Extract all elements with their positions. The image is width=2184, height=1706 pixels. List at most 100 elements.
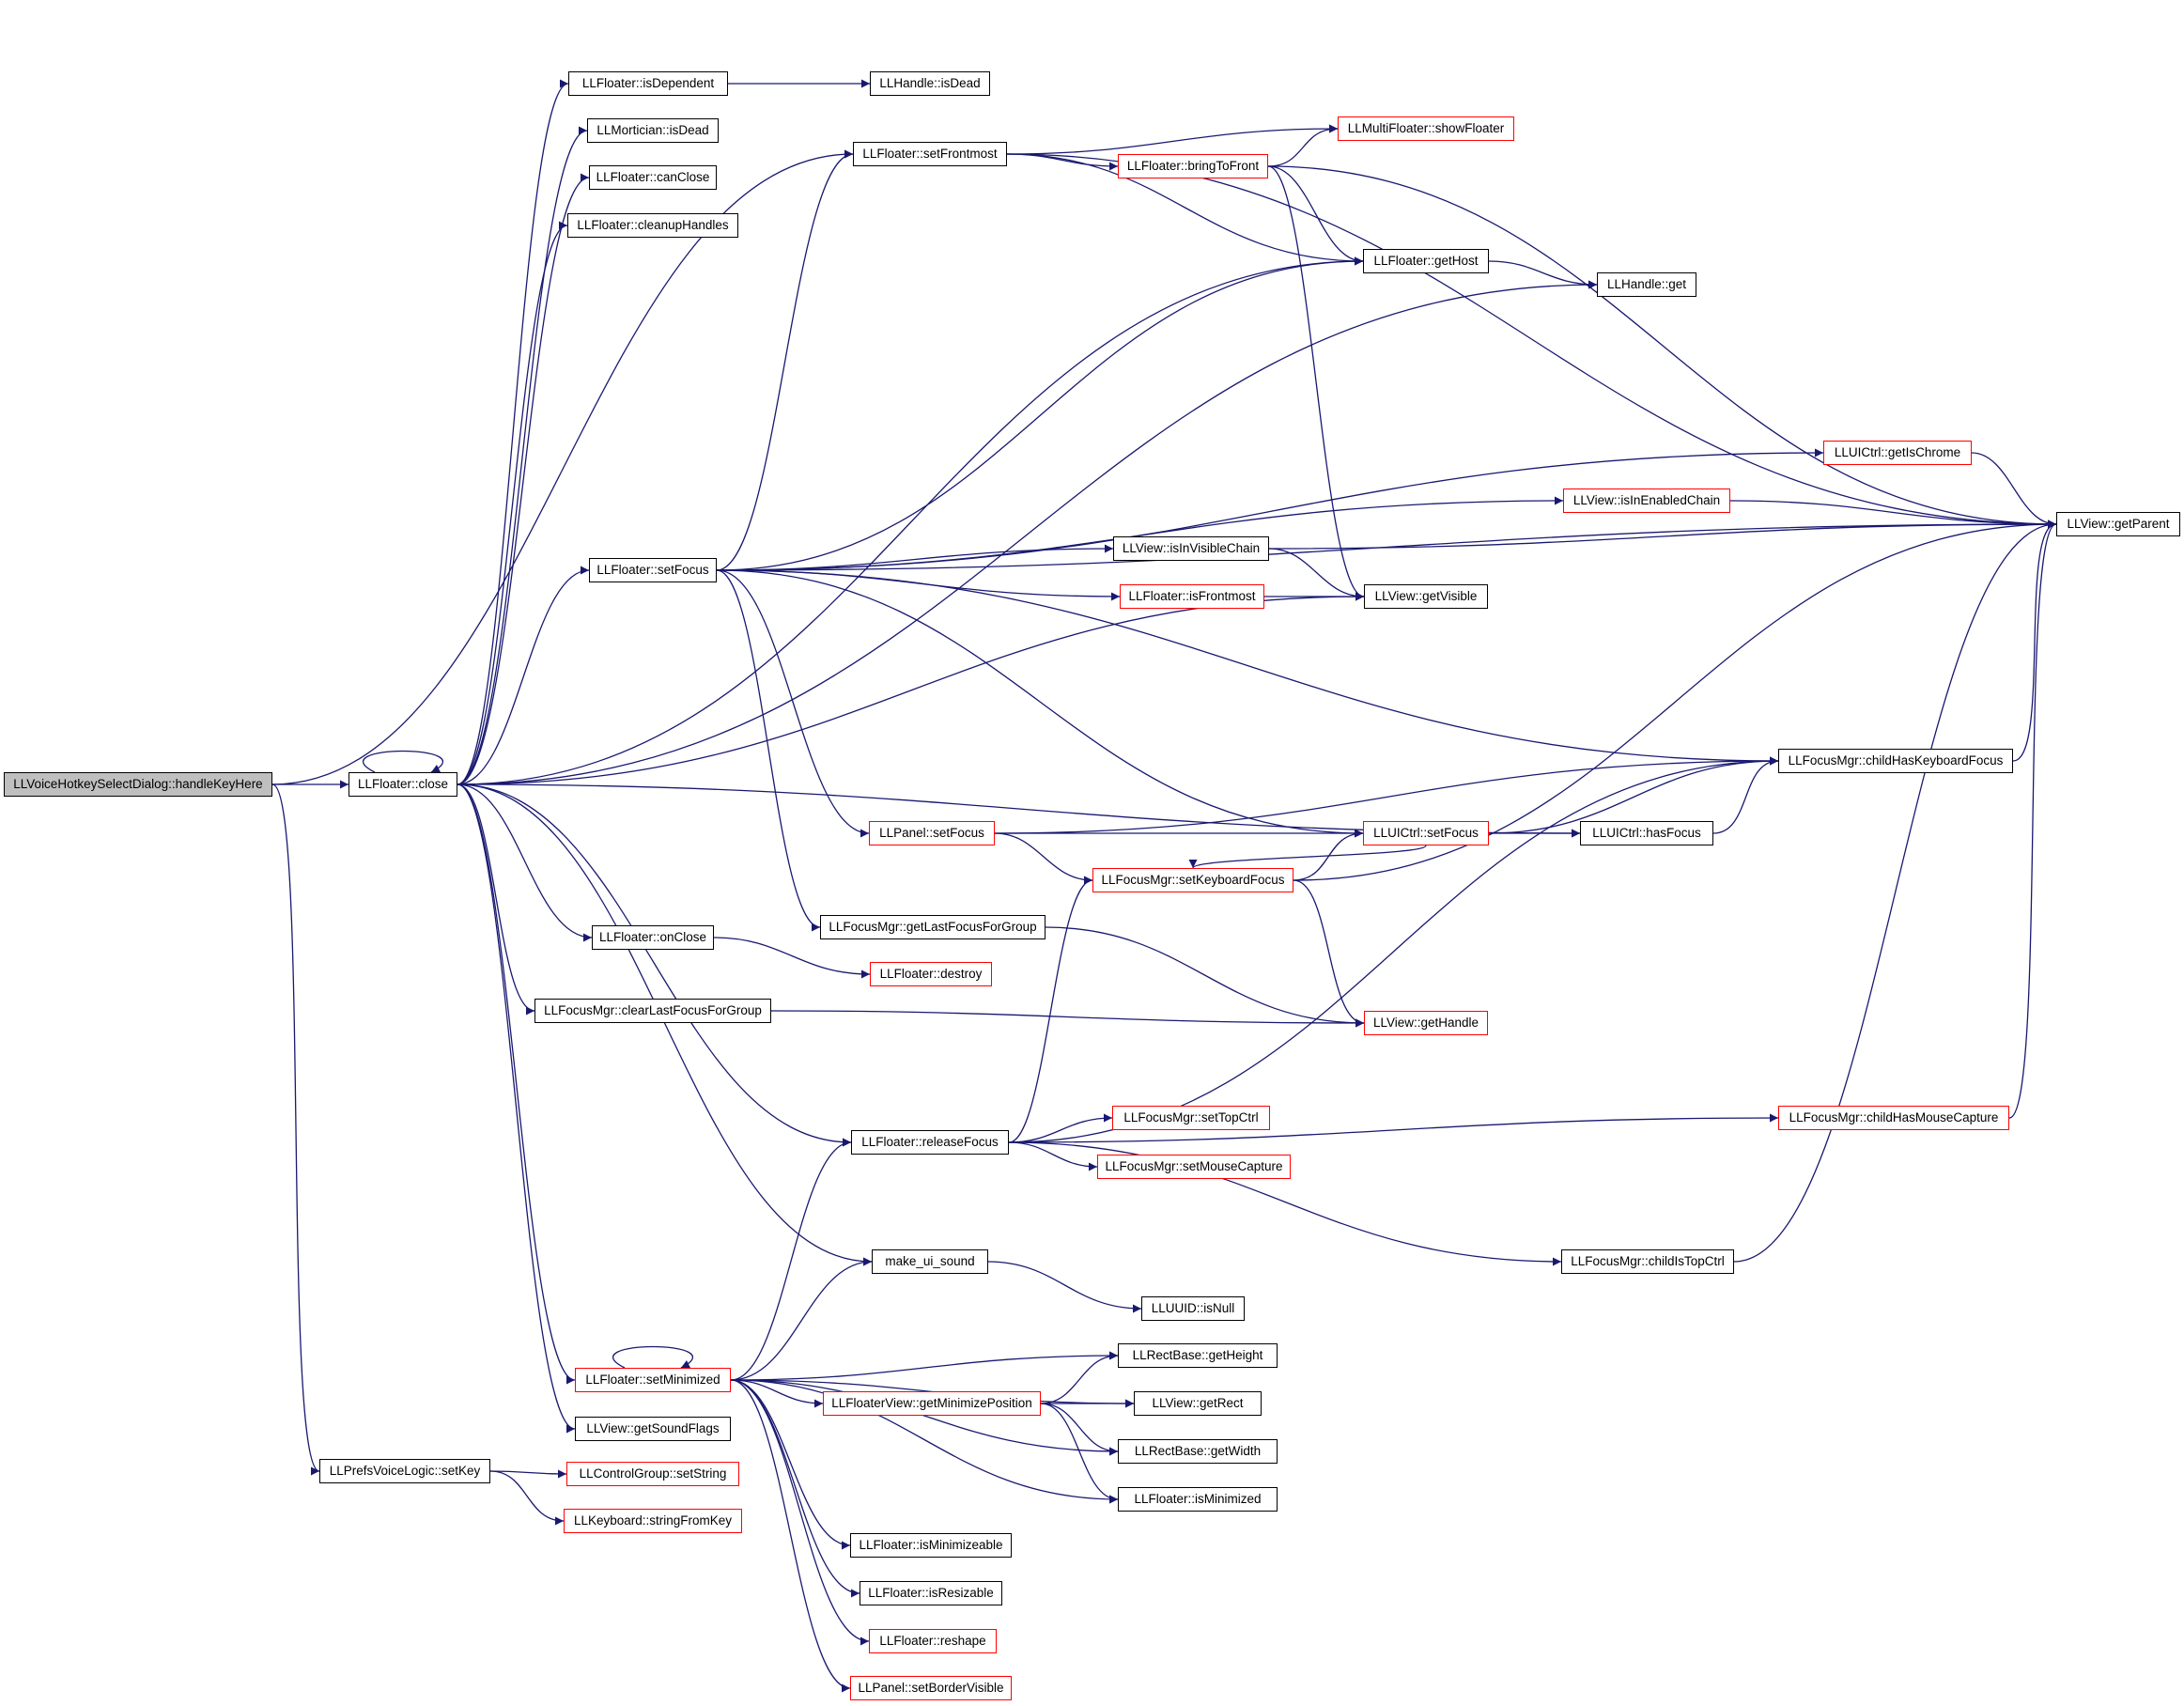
- edge-bringToFront-to-getParent: [1267, 165, 2057, 529]
- node-getMinimizePos[interactable]: LLFloaterView::getMinimizePosition: [823, 1391, 1041, 1416]
- node-uuidIsNull[interactable]: LLUUID::isNull: [1141, 1296, 1245, 1321]
- node-canClose[interactable]: LLFloater::canClose: [589, 165, 717, 190]
- node-label: LLFloater::bringToFront: [1126, 159, 1260, 174]
- node-label: LLFloater::canClose: [596, 170, 710, 185]
- node-label: LLFloater::setFocus: [596, 563, 709, 578]
- node-getHost[interactable]: LLFloater::getHost: [1363, 249, 1489, 273]
- node-label: LLRectBase::getWidth: [1134, 1444, 1262, 1459]
- node-label: LLFloater::isFrontmost: [1128, 589, 1256, 604]
- node-setMouseCapture[interactable]: LLFocusMgr::setMouseCapture: [1097, 1155, 1291, 1179]
- node-close[interactable]: LLFloater::close: [349, 772, 457, 797]
- node-label: LLFloater::onClose: [598, 930, 707, 945]
- node-hasFocus[interactable]: LLUICtrl::hasFocus: [1580, 821, 1713, 845]
- node-makeUiSound[interactable]: make_ui_sound: [872, 1249, 988, 1274]
- edge-close-to-handleGet: [457, 280, 1598, 785]
- node-clearLastFocus[interactable]: LLFocusMgr::clearLastFocusForGroup: [534, 999, 771, 1023]
- node-onClose[interactable]: LLFloater::onClose: [592, 925, 714, 950]
- edge-setFrontmost-to-showFloater: [1006, 124, 1339, 155]
- node-isResizable[interactable]: LLFloater::isResizable: [860, 1581, 1002, 1605]
- edge-close-to-morticianIsDead: [457, 126, 588, 785]
- node-isMinimized[interactable]: LLFloater::isMinimized: [1118, 1487, 1278, 1512]
- edge-releaseFocus-to-setKeyboardFocus: [1008, 876, 1093, 1143]
- edge-close-to-clearLastFocus: [457, 783, 535, 1016]
- node-label: LLFloater::close: [357, 777, 449, 792]
- node-uiSetFocus[interactable]: LLUICtrl::setFocus: [1363, 821, 1489, 845]
- node-setString[interactable]: LLControlGroup::setString: [566, 1462, 739, 1486]
- node-floaterSetFocus[interactable]: LLFloater::setFocus: [589, 558, 717, 582]
- node-getIsChrome[interactable]: LLUICtrl::getIsChrome: [1823, 441, 1972, 465]
- edge-panelSetFocus-to-setKeyboardFocus: [994, 832, 1093, 885]
- node-reshape[interactable]: LLFloater::reshape: [869, 1629, 997, 1653]
- node-label: LLView::getVisible: [1374, 589, 1478, 604]
- edge-releaseFocus-to-setTopCtrl: [1008, 1113, 1113, 1143]
- node-isInVisibleChain[interactable]: LLView::isInVisibleChain: [1113, 536, 1269, 561]
- node-getLastFocus[interactable]: LLFocusMgr::getLastFocusForGroup: [820, 915, 1046, 939]
- node-label: LLPrefsVoiceLogic::setKey: [329, 1464, 481, 1479]
- node-label: LLFloater::releaseFocus: [861, 1135, 999, 1150]
- node-childIsTopCtrl[interactable]: LLFocusMgr::childIsTopCtrl: [1561, 1249, 1734, 1274]
- edge-bringToFront-to-getVisible: [1267, 165, 1365, 601]
- node-label: LLFloater::setFrontmost: [862, 147, 998, 162]
- edge-close-to-isDependent: [457, 79, 569, 785]
- node-panelSetFocus[interactable]: LLPanel::setFocus: [869, 821, 995, 845]
- node-getWidth[interactable]: LLRectBase::getWidth: [1118, 1439, 1278, 1464]
- edge-root-to-setKey: [271, 783, 320, 1476]
- edge-close-to-canClose: [457, 173, 590, 785]
- edge-setKeyboardFocus-to-getHandle: [1293, 879, 1365, 1028]
- edge-makeUiSound-to-uuidIsNull: [987, 1261, 1142, 1313]
- node-morticianIsDead[interactable]: LLMortician::isDead: [587, 118, 719, 143]
- node-isMinimizeable[interactable]: LLFloater::isMinimizeable: [850, 1533, 1012, 1558]
- edge-floaterSetFocus-to-setFrontmost: [716, 149, 854, 571]
- edge-releaseFocus-to-childIsTopCtrl: [1008, 1141, 1562, 1266]
- node-label: LLHandle::get: [1606, 277, 1687, 292]
- node-handleGet[interactable]: LLHandle::get: [1597, 272, 1696, 297]
- node-label: LLFloater::destroy: [879, 967, 983, 982]
- node-handleIsDead[interactable]: LLHandle::isDead: [870, 71, 990, 96]
- node-label: LLView::getHandle: [1372, 1016, 1479, 1031]
- edge-close-to-cleanupHandles: [457, 221, 568, 785]
- node-root[interactable]: LLVoiceHotkeySelectDialog::handleKeyHere: [4, 772, 272, 797]
- node-getParent[interactable]: LLView::getParent: [2056, 512, 2180, 536]
- edge-floaterSetFocus-to-isInEnabledChain: [716, 496, 1564, 571]
- node-releaseFocus[interactable]: LLFloater::releaseFocus: [851, 1130, 1009, 1155]
- node-cleanupHandles[interactable]: LLFloater::cleanupHandles: [567, 213, 738, 238]
- node-setMinimized[interactable]: LLFloater::setMinimized: [575, 1368, 731, 1392]
- node-label: LLFocusMgr::childHasMouseCapture: [1789, 1110, 1999, 1125]
- node-setKeyboardFocus[interactable]: LLFocusMgr::setKeyboardFocus: [1092, 868, 1293, 892]
- edge-close-to-setMinimized: [457, 783, 576, 1385]
- edge-releaseFocus-to-childHasKeyboardFocus: [1008, 756, 1779, 1143]
- node-setKey[interactable]: LLPrefsVoiceLogic::setKey: [319, 1459, 490, 1483]
- node-getVisible[interactable]: LLView::getVisible: [1364, 584, 1488, 609]
- edge-setMinimized-to-isMinimized: [730, 1379, 1119, 1504]
- node-stringFromKey[interactable]: LLKeyboard::stringFromKey: [564, 1509, 742, 1533]
- node-getSoundFlags[interactable]: LLView::getSoundFlags: [575, 1417, 731, 1441]
- node-destroy[interactable]: LLFloater::destroy: [870, 962, 992, 986]
- node-isFrontmost[interactable]: LLFloater::isFrontmost: [1120, 584, 1264, 609]
- node-label: LLPanel::setFocus: [879, 826, 984, 841]
- edge-setMinimized-to-reshape: [730, 1379, 870, 1646]
- node-bringToFront[interactable]: LLFloater::bringToFront: [1118, 154, 1268, 178]
- node-childHasMouseCapture[interactable]: LLFocusMgr::childHasMouseCapture: [1778, 1106, 2009, 1130]
- node-isInEnabledChain[interactable]: LLView::isInEnabledChain: [1563, 489, 1730, 513]
- edge-setKey-to-setString: [489, 1469, 567, 1479]
- node-label: LLFocusMgr::getLastFocusForGroup: [829, 920, 1037, 935]
- node-isDependent[interactable]: LLFloater::isDependent: [568, 71, 728, 96]
- node-getRect[interactable]: LLView::getRect: [1134, 1391, 1262, 1416]
- edge-setFrontmost-to-getHost: [1006, 153, 1364, 266]
- edge-uiSetFocus-to-childHasKeyboardFocus: [1488, 756, 1779, 834]
- node-label: LLRectBase::getHeight: [1132, 1348, 1263, 1363]
- node-label: LLFloater::cleanupHandles: [577, 218, 729, 233]
- node-setBorderVisible[interactable]: LLPanel::setBorderVisible: [850, 1676, 1012, 1700]
- node-setTopCtrl[interactable]: LLFocusMgr::setTopCtrl: [1112, 1106, 1270, 1130]
- edge-hasFocus-to-childHasKeyboardFocus: [1712, 756, 1779, 834]
- node-childHasKeyboardFocus[interactable]: LLFocusMgr::childHasKeyboardFocus: [1778, 749, 2013, 773]
- node-label: LLFloater::isDependent: [581, 76, 715, 91]
- node-label: LLFocusMgr::setTopCtrl: [1123, 1110, 1259, 1125]
- node-showFloater[interactable]: LLMultiFloater::showFloater: [1338, 116, 1514, 141]
- edge-setMinimized-to-makeUiSound: [730, 1257, 873, 1381]
- edge-releaseFocus-to-childHasMouseCapture: [1008, 1113, 1779, 1143]
- node-getHeight[interactable]: LLRectBase::getHeight: [1118, 1343, 1278, 1368]
- node-getHandle[interactable]: LLView::getHandle: [1364, 1011, 1488, 1035]
- node-setFrontmost[interactable]: LLFloater::setFrontmost: [853, 142, 1007, 166]
- edge-getHost-to-handleGet: [1488, 260, 1598, 289]
